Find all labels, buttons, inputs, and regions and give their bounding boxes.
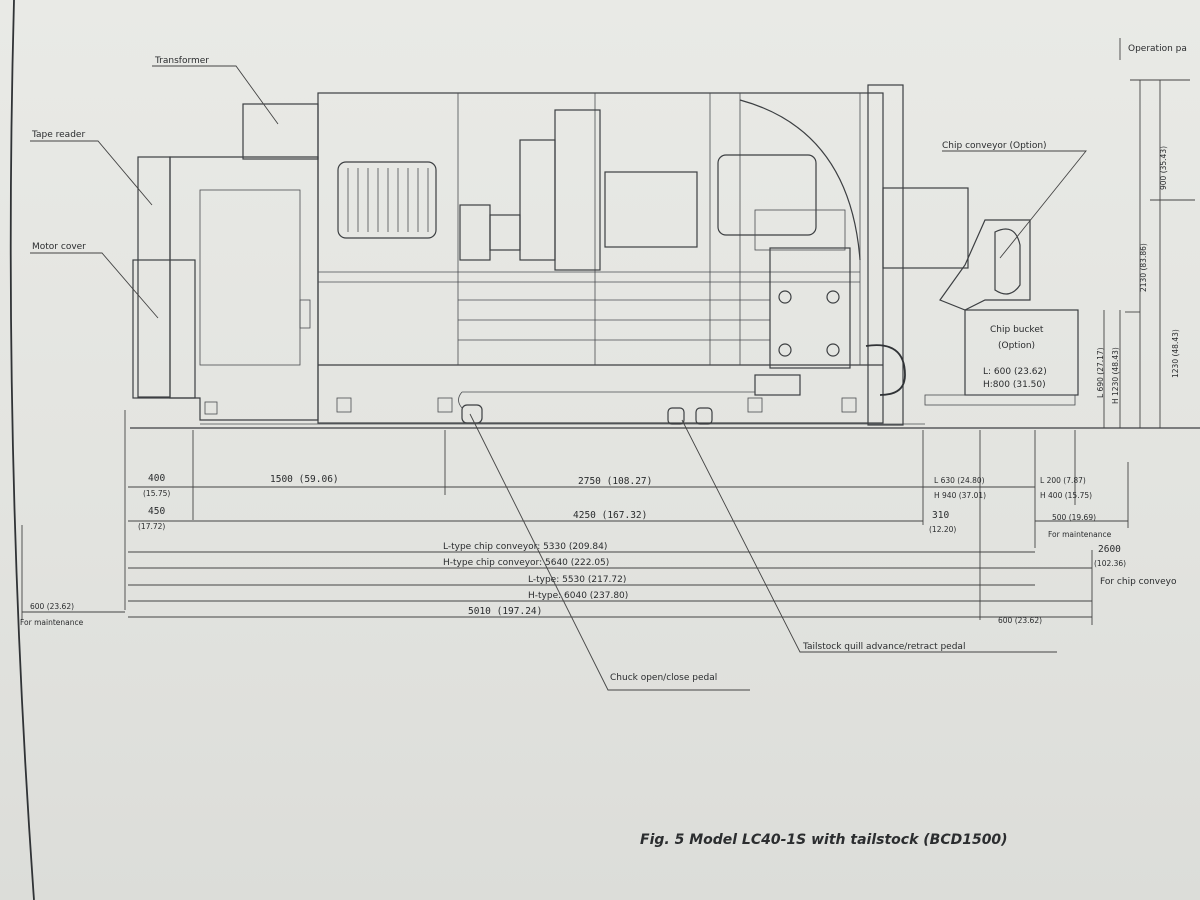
dim-h-type: H-type: 6040 (237.80) — [528, 591, 628, 601]
dim-400: 400 — [148, 473, 165, 484]
dim-h400: H 400 (15.75) — [1040, 491, 1092, 500]
for-maintenance-right: For maintenance — [1048, 530, 1112, 539]
chip-bucket-option-label: (Option) — [998, 341, 1035, 351]
dimension-lines — [21, 38, 1195, 625]
dim-2600: 2600 — [1098, 544, 1121, 555]
transformer-label: Transformer — [154, 56, 209, 66]
for-maintenance-left: For maintenance — [20, 618, 84, 627]
chuck-pedal-label: Chuck open/close pedal — [610, 673, 717, 683]
page-edge — [9, 0, 35, 900]
bucket-l-label: L: 600 (23.62) — [983, 367, 1047, 377]
dim-2600-in: (102.36) — [1094, 559, 1126, 568]
chip-conveyor-label: Chip conveyor (Option) — [942, 141, 1047, 151]
dim-450: 450 — [148, 506, 165, 517]
machine-outline — [130, 84, 1200, 429]
dim-v900: 900 (35.43) — [1159, 146, 1168, 190]
dim-vl690: L 690 (27.17) — [1096, 347, 1105, 398]
dim-4250: 4250 (167.32) — [573, 510, 647, 521]
dim-v2130: 2130 (83.86) — [1139, 243, 1148, 292]
operation-panel-label: Operation pa — [1128, 44, 1187, 54]
for-chip-conveyor: For chip conveyo — [1100, 577, 1177, 587]
dim-vh1230: H 1230 (48.43) — [1111, 347, 1120, 404]
dim-600-left: 600 (23.62) — [30, 602, 74, 611]
dim-l630: L 630 (24.80) — [934, 476, 985, 485]
dim-v1230: 1230 (48.43) — [1171, 329, 1180, 378]
dim-h-chip: H-type chip conveyor: 5640 (222.05) — [443, 558, 609, 568]
motor-cover-label: Motor cover — [32, 242, 86, 252]
dim-450-in: (17.72) — [138, 522, 165, 531]
dim-310: 310 — [932, 510, 949, 521]
dim-310-in: (12.20) — [929, 525, 956, 534]
callout-leaders — [30, 65, 1087, 691]
chip-bucket-label: Chip bucket — [990, 325, 1044, 335]
tape-reader-label: Tape reader — [31, 130, 85, 140]
dim-400-in: (15.75) — [143, 489, 170, 498]
tailstock-pedal-label: Tailstock quill advance/retract pedal — [802, 642, 965, 652]
dim-500: 500 (19.69) — [1052, 513, 1096, 522]
dim-5010: 5010 (197.24) — [468, 606, 542, 617]
dim-2750: 2750 (108.27) — [578, 476, 652, 487]
dim-l-chip: L-type chip conveyor: 5330 (209.84) — [443, 542, 607, 552]
dim-600-right: 600 (23.62) — [998, 616, 1042, 625]
dim-h940: H 940 (37.01) — [934, 491, 986, 500]
dim-l-type: L-type: 5530 (217.72) — [528, 575, 626, 585]
figure-caption: Fig. 5 Model LC40-1S with tailstock (BCD… — [640, 832, 1008, 848]
dim-l200: L 200 (7.87) — [1040, 476, 1086, 485]
bucket-h-label: H:800 (31.50) — [983, 380, 1046, 390]
dim-1500: 1500 (59.06) — [270, 474, 339, 485]
